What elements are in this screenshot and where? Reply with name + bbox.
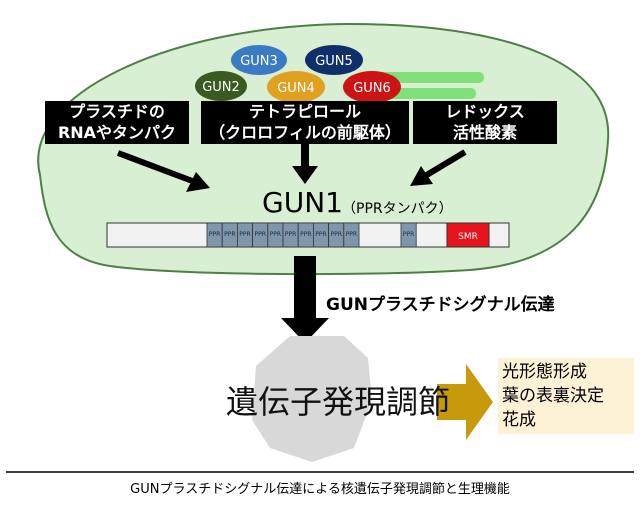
gun3-label: GUN3	[240, 54, 278, 69]
ppr-domain-label: PPR	[239, 231, 250, 238]
signal-box-line: テトラピロール	[248, 102, 361, 121]
gun5-ellipse	[305, 45, 363, 75]
signal-box-redox: レドックス 活性酸素	[413, 101, 557, 144]
outcome-item: 花成	[502, 410, 536, 430]
arrow-left	[116, 150, 197, 185]
ppr-domain-label: PPR	[330, 231, 341, 238]
gun1-domain-bar: PPR PPR PPR PPR PPR PPR PPR PPR PPR PPR PPR SMR	[106, 222, 510, 248]
signal-box-tetrapyrrole: テトラピロール （クロロフィルの前駆体）	[201, 101, 409, 144]
arrow-center-head	[292, 166, 318, 184]
signal-arrow-head	[281, 318, 329, 343]
smr-domain	[446, 222, 490, 248]
plastid-outline	[37, 22, 610, 276]
ppr-domain-label: PPR	[209, 231, 220, 238]
gun1-title: GUN1	[262, 186, 343, 219]
arrow-left-head	[186, 172, 210, 192]
ppr-domain-label: PPR	[224, 231, 235, 238]
signal-transduction-label: GUNプラスチドシグナル伝達	[326, 295, 555, 315]
signal-box-line: RNAやタンパク	[57, 123, 177, 142]
gun2-label: GUN2	[202, 80, 240, 95]
signal-box-rna-protein: プラスチドの RNAやタンパク	[45, 101, 189, 144]
figure-caption: GUNプラスチドシグナル伝達による核遺伝子発現調節と生理機能	[130, 482, 510, 497]
ppr-domain-label: PPR	[346, 231, 357, 238]
thylakoid-stack	[384, 88, 476, 99]
gun3-ellipse	[231, 45, 287, 75]
smr-label: SMR	[458, 232, 478, 242]
outcome-arrow	[437, 364, 493, 440]
signal-box-line: 活性酸素	[452, 123, 517, 142]
signal-arrow-shaft	[294, 256, 316, 320]
ppr-domain-label: PPR	[254, 231, 265, 238]
gene-regulation-label: 遺伝子発現調節	[226, 383, 451, 421]
outcome-item: 葉の表裏決定	[502, 386, 604, 406]
gun-protein-group: GUN3 GUN5 GUN2 GUN4 GUN6	[195, 45, 401, 103]
gun4-ellipse	[267, 71, 325, 103]
ppr-domain-label: PPR	[300, 231, 311, 238]
signal-box-line: （クロロフィルの前駆体）	[209, 123, 401, 142]
ppr-domain	[400, 222, 417, 248]
arrow-right	[423, 149, 467, 179]
physiological-outcomes: 光形態形成 葉の表裏決定 花成	[498, 358, 634, 434]
gun6-label: GUN6	[353, 81, 391, 96]
ppr-domain	[343, 222, 360, 248]
thylakoid-stack	[380, 72, 484, 83]
ppr-domain-label: PPR	[285, 231, 296, 238]
gun5-label: GUN5	[315, 54, 353, 69]
gun6-ellipse	[343, 71, 401, 103]
arrow-right-head	[410, 166, 433, 186]
nucleus-shape	[252, 336, 372, 462]
outcome-item: 光形態形成	[502, 362, 587, 382]
ppr-domain-label: PPR	[315, 231, 326, 238]
signal-box-line: プラスチドの	[69, 102, 165, 121]
ppr-domain-label: PPR	[270, 231, 281, 238]
ppr-domain-group: PPR PPR PPR PPR PPR PPR PPR PPR PPR PPR PPR	[206, 222, 417, 248]
gun4-label: GUN4	[277, 81, 315, 96]
signal-box-line: レドックス	[445, 102, 525, 121]
ppr-domain-label: PPR	[403, 231, 414, 238]
gun2-ellipse	[195, 71, 247, 101]
gun1-subtitle: （PPRタンパク）	[342, 201, 453, 217]
